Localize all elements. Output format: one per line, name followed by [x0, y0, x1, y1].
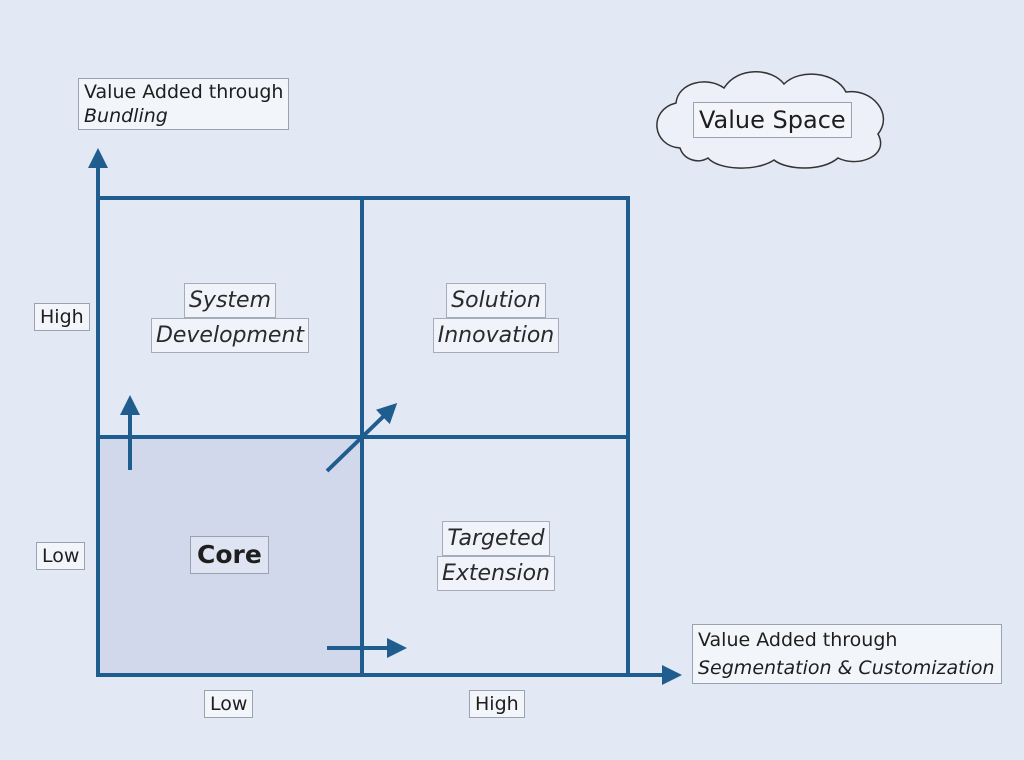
quadrant-solution-innovation-line1: Solution: [446, 283, 546, 318]
quadrant-targeted-extension-line2: Extension: [436, 556, 555, 591]
y-axis-title: Value Added through Bundling: [78, 78, 290, 130]
x-axis-title-line1: Value Added through: [698, 629, 898, 651]
core-quadrant-fill: [98, 437, 362, 675]
y-axis-title-line1: Value Added through: [84, 81, 284, 103]
x-axis-title: Value Added through Segmentation & Custo…: [692, 624, 1002, 684]
cloud-shape: [656, 71, 885, 169]
y-tick-high: High: [34, 303, 90, 331]
y-tick-low: Low: [36, 542, 86, 570]
quadrant-core: Core: [190, 536, 269, 574]
x-tick-high: High: [469, 690, 525, 718]
arrow-diagonal-to-solution-innovation: [325, 403, 398, 473]
x-tick-low: Low: [204, 690, 254, 718]
value-space-label: Value Space: [693, 102, 852, 138]
quadrant-solution-innovation: Solution Innovation: [396, 283, 596, 353]
x-axis-title-line2: Segmentation & Customization: [698, 657, 995, 679]
quadrant-targeted-extension: Targeted Extension: [396, 521, 596, 591]
quadrant-system-development: System Development: [130, 283, 330, 353]
quadrant-system-development-line2: Development: [150, 318, 310, 353]
y-axis-title-line2: Bundling: [84, 105, 168, 127]
quadrant-system-development-line1: System: [183, 283, 277, 318]
quadrant-solution-innovation-line2: Innovation: [432, 318, 560, 353]
quadrant-targeted-extension-line1: Targeted: [442, 521, 550, 556]
